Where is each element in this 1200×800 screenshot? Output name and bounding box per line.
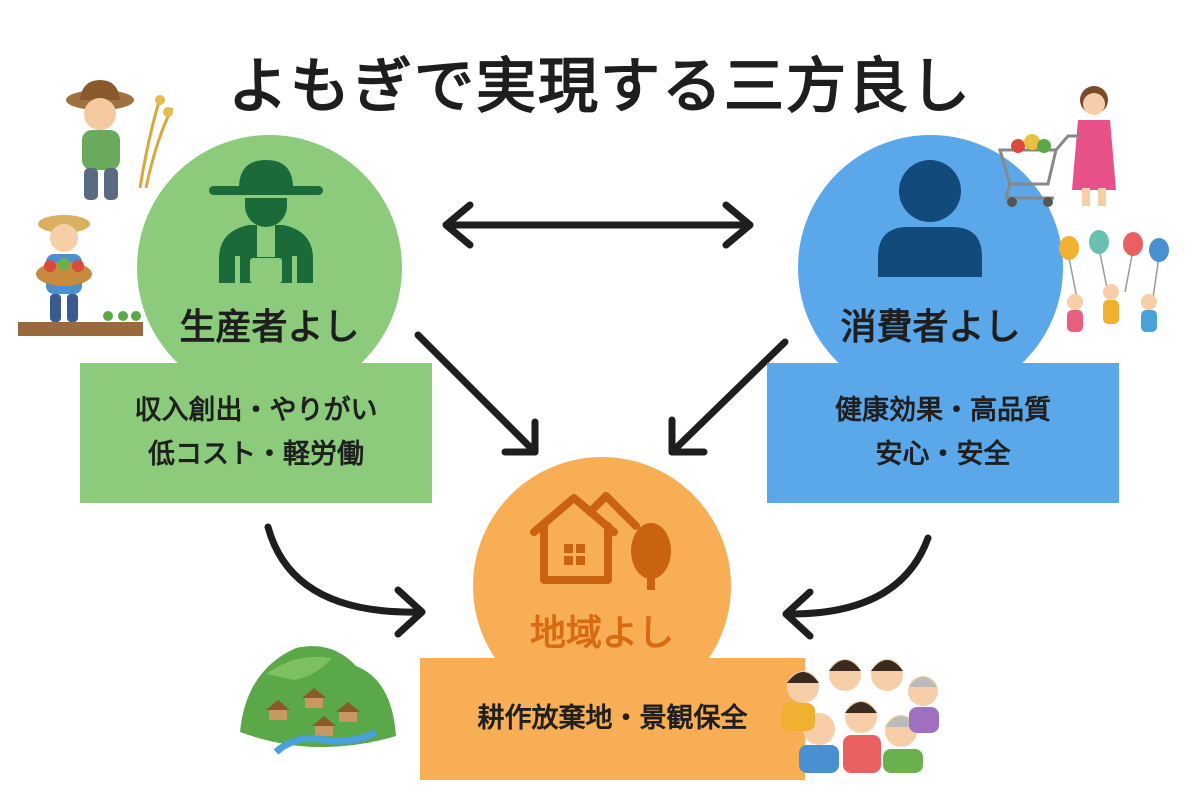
consumer-benefits-box: 健康効果・高品質 安心・安全 (767, 363, 1119, 503)
producer-benefit-line: 低コスト・軽労働 (148, 439, 364, 470)
producer-benefits-box: 収入創出・やりがい 低コスト・軽労働 (80, 363, 432, 503)
producer-to-region-arrow (414, 331, 539, 456)
consumer-to-region-arrow (668, 338, 789, 456)
farmer-vegetables-illustration (18, 215, 143, 336)
diagram-title: よもぎで実現する三方良し (228, 52, 972, 122)
producer-benefit-line: 収入創出・やりがい (134, 395, 378, 426)
farmer-icon (209, 160, 323, 283)
community-people-illustration (781, 659, 939, 773)
region-benefits-box: 耕作放棄地・景観保全 (420, 658, 805, 780)
shopping-woman-illustration (997, 86, 1116, 207)
consumer-label: 消費者よし (840, 307, 1021, 348)
consumer-benefit-line: 安心・安全 (875, 439, 1011, 470)
person-icon (878, 160, 982, 277)
children-balloons-illustration (1059, 230, 1169, 332)
producer-label: 生産者よし (179, 307, 360, 348)
consumer-benefit-line: 健康効果・高品質 (835, 395, 1051, 426)
bidirectional-arrow (442, 201, 754, 249)
consumer-curve-arrow (782, 534, 932, 640)
region-label: 地域よし (529, 613, 674, 654)
house-tree-icon (530, 492, 671, 590)
farmer-harvest-illustration (66, 80, 174, 200)
producer-curve-arrow (264, 523, 426, 638)
region-benefit-line: 耕作放棄地・景観保全 (477, 703, 748, 734)
village-illustration (240, 646, 396, 755)
